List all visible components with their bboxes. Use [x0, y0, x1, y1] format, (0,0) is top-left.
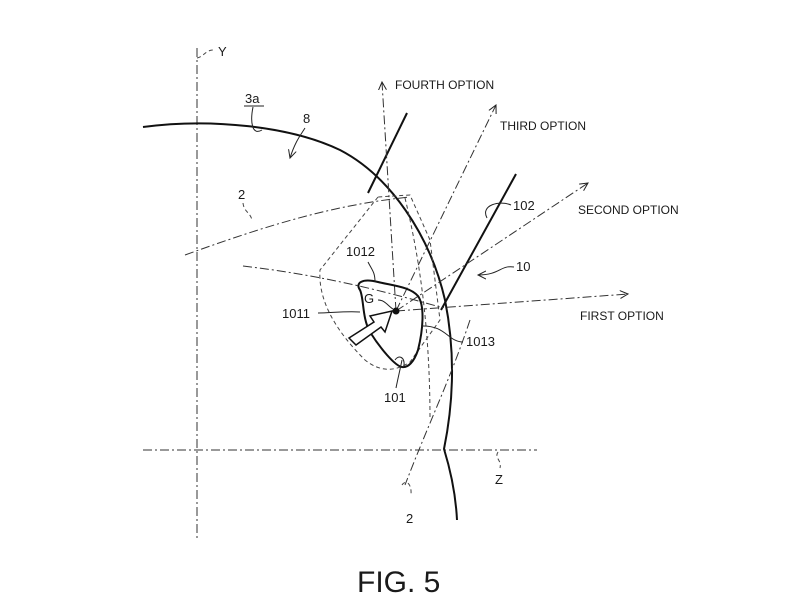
label-101-hook: [394, 356, 405, 367]
part-102-line: [440, 173, 517, 311]
label-1011-leader: [317, 311, 361, 314]
label-102-leader: [485, 202, 512, 219]
option-label-first: FIRST OPTION: [580, 309, 664, 323]
label-2-upper-leader: [242, 202, 253, 221]
label-101-leader: [395, 359, 403, 389]
boundary-2-upper: [184, 196, 411, 256]
label-10-arrow: [478, 266, 515, 275]
figure-caption: FIG. 5: [357, 566, 440, 599]
option-label-second: SECOND OPTION: [578, 203, 679, 217]
y-axis-label: Y: [218, 44, 227, 59]
option-arrow-first: [395, 294, 628, 312]
force-arrow-icon: [347, 309, 394, 346]
label-1012-leader: [367, 261, 376, 283]
option-label-third: THIRD OPTION: [500, 119, 586, 133]
label-g-leader: [377, 299, 394, 310]
label-102: 102: [513, 198, 535, 213]
label-2-lower-leader: [401, 482, 412, 496]
z-axis-leader: [496, 451, 501, 469]
center-of-gravity-dot: [392, 307, 400, 315]
label-1013: 1013: [466, 334, 495, 349]
label-1012: 1012: [346, 244, 375, 259]
upper-solid-line: [367, 112, 408, 194]
label-2-lower: 2: [406, 511, 413, 526]
option-arrow-third: [395, 105, 496, 312]
label-1013-leader: [420, 325, 464, 343]
label-101: 101: [384, 390, 406, 405]
label-8-arrow: [290, 127, 306, 158]
option-label-fourth: FOURTH OPTION: [395, 78, 494, 92]
outer-surface-curve: [142, 122, 458, 521]
label-1011: 1011: [282, 306, 310, 321]
boundary-2-lower: [404, 319, 471, 486]
boundary-middle-arc: [242, 265, 441, 308]
label-3a-leader: [251, 106, 263, 132]
option-arrow-second: [395, 183, 588, 312]
dashed-outline: [319, 194, 441, 370]
label-g: G: [364, 291, 374, 306]
label-10: 10: [516, 259, 530, 274]
label-8: 8: [303, 111, 310, 126]
y-axis-leader: [196, 49, 215, 59]
label-2-upper: 2: [238, 187, 245, 202]
option-arrow-fourth: [382, 82, 397, 312]
label-3a: 3a: [245, 91, 260, 106]
z-axis-label: Z: [495, 472, 503, 487]
dashed-curve-lower: [404, 197, 431, 421]
